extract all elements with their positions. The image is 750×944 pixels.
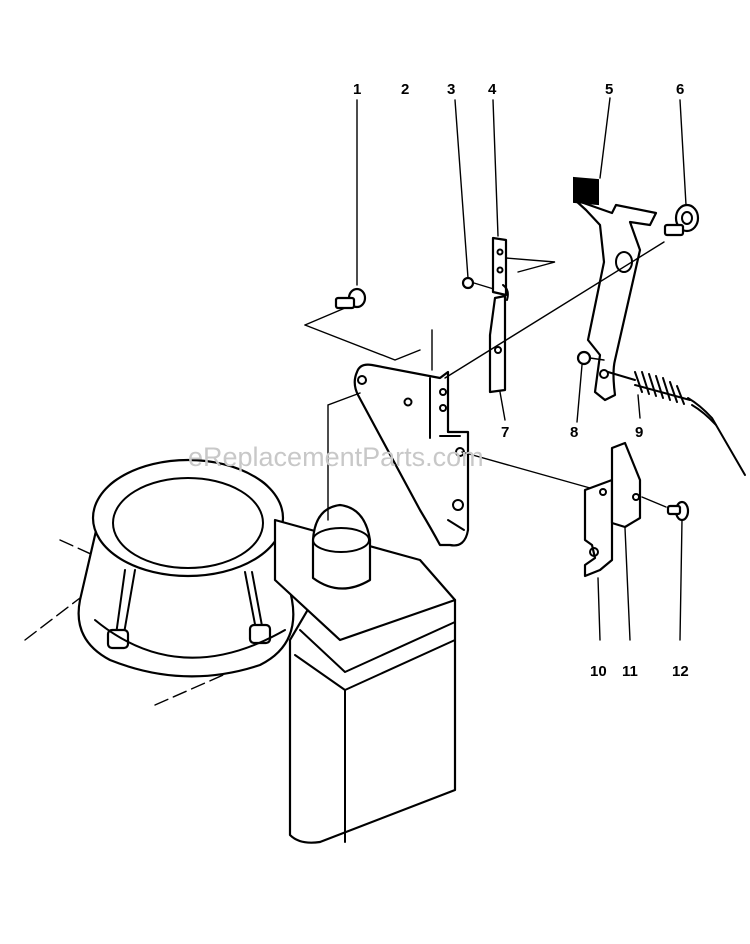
part-1-screw xyxy=(334,99,367,310)
callout-1: 1 xyxy=(353,81,361,98)
part-2-mounting-bracket xyxy=(304,307,470,547)
part-5-throttle-lever xyxy=(444,97,665,402)
callout-6: 6 xyxy=(676,81,684,98)
callout-labels: 1 2 3 4 5 6 7 8 9 10 11 12 xyxy=(353,81,689,680)
watermark-text: eReplacementParts.com xyxy=(188,442,484,472)
callout-10: 10 xyxy=(590,663,607,680)
callout-2: 2 xyxy=(401,81,409,98)
callout-11: 11 xyxy=(622,663,638,680)
callout-12: 12 xyxy=(672,663,689,680)
part-11-cover-plate xyxy=(461,441,642,641)
part-12-screw xyxy=(641,496,690,641)
callout-3: 3 xyxy=(447,81,455,98)
callout-8: 8 xyxy=(570,424,578,441)
part-10-cable-clamp xyxy=(583,478,614,641)
part-4-link-plate xyxy=(491,99,556,297)
part-3-small-screw xyxy=(454,99,498,291)
part-7-link-rod xyxy=(488,284,509,421)
part-6-pivot-bolt xyxy=(663,99,700,237)
fuel-tank xyxy=(273,503,457,844)
callout-5: 5 xyxy=(605,81,613,98)
callout-7: 7 xyxy=(501,424,509,441)
part-9-spring xyxy=(607,371,746,476)
callout-4: 4 xyxy=(488,81,497,98)
callout-9: 9 xyxy=(635,424,643,441)
part-8-nut xyxy=(576,350,605,423)
engine-housing xyxy=(24,458,295,706)
